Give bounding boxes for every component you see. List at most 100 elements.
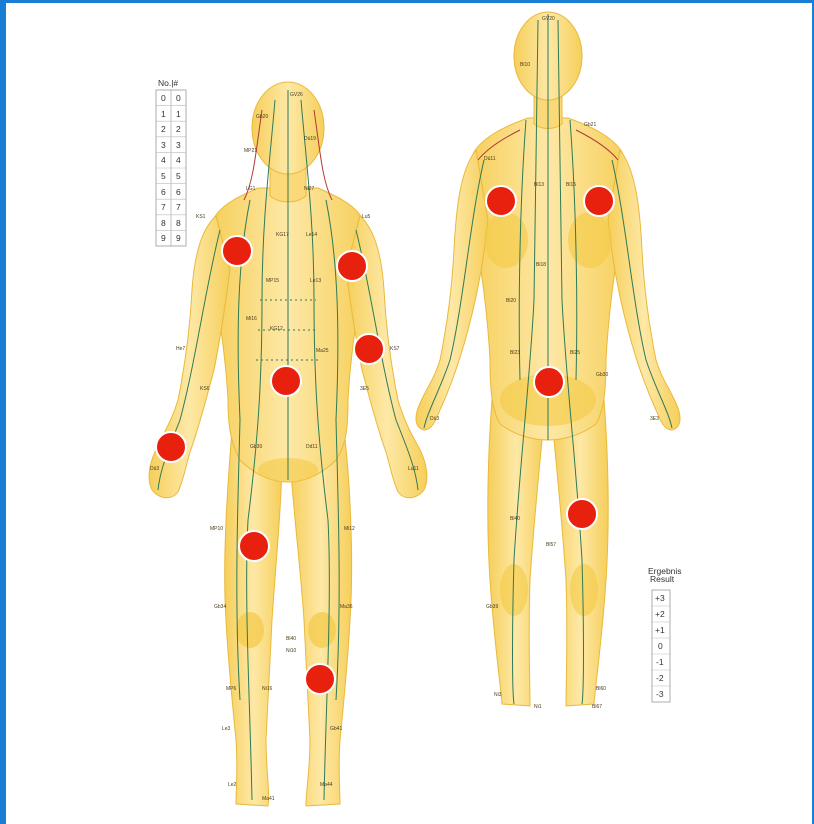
back-point-label: Bl20	[506, 298, 516, 304]
back-point-label: Bl57	[546, 542, 556, 548]
back-point-label: Gb39	[486, 604, 498, 610]
scale-table-cell: -2	[656, 673, 664, 683]
front-point-label: KS7	[390, 346, 400, 352]
front-point-label: Le14	[306, 232, 317, 238]
number-table-cell: 6	[176, 187, 181, 197]
front-knee-right-shade	[308, 612, 336, 648]
front-point-label: Dü19	[304, 136, 316, 142]
front-point-label: MP15	[266, 278, 279, 284]
front-point-label: Lu5	[362, 214, 371, 220]
number-table-cell: 5	[161, 171, 166, 181]
red-marker[interactable]	[354, 334, 384, 364]
front-point-label: GV26	[290, 92, 303, 98]
front-point-label: Mi12	[344, 526, 355, 532]
front-point-label: Ma41	[262, 796, 275, 802]
front-point-label: KS6	[200, 386, 210, 392]
back-point-label: Dü3	[430, 416, 439, 422]
red-marker[interactable]	[567, 499, 597, 529]
back-figure: GV20 Bl10 Gb21 Dü11 Bl13 Bl15 Bl18 Bl20 …	[416, 12, 680, 710]
number-table-cell: 0	[176, 93, 181, 103]
scale-table-cell: +1	[655, 625, 665, 635]
scale-table-subheader: Result	[650, 574, 675, 584]
number-table: No.|# 0 0 1 1 2 2 3 3 4 4 5 5 6 6	[156, 78, 186, 246]
front-point-label: KS1	[196, 214, 206, 220]
front-point-label: Gb41	[330, 726, 342, 732]
red-marker[interactable]	[584, 186, 614, 216]
scale-table-cell: -1	[656, 657, 664, 667]
scale-table-cell: 0	[658, 641, 663, 651]
red-marker[interactable]	[337, 251, 367, 281]
back-point-label: Bl15	[566, 182, 576, 188]
front-point-label: Le13	[310, 278, 321, 284]
back-shoulder-shade-left	[484, 212, 528, 268]
red-marker[interactable]	[305, 664, 335, 694]
red-marker[interactable]	[156, 432, 186, 462]
back-point-label: Bl23	[510, 350, 520, 356]
back-point-label: Bl25	[570, 350, 580, 356]
front-point-label: Ni16	[262, 686, 273, 692]
front-meridians	[158, 90, 418, 800]
number-table-cell: 0	[161, 93, 166, 103]
red-marker[interactable]	[222, 236, 252, 266]
number-table-cell: 1	[161, 109, 166, 119]
number-table-cell: 2	[161, 124, 166, 134]
front-point-label: Ma36	[340, 604, 353, 610]
back-shoulder-shade-right	[568, 212, 612, 268]
number-table-cell: 8	[176, 218, 181, 228]
back-point-label: Bl60	[596, 686, 606, 692]
back-point-label: Bl40	[510, 516, 520, 522]
number-table-cell: 6	[161, 187, 166, 197]
number-table-cell: 9	[176, 233, 181, 243]
red-marker[interactable]	[486, 186, 516, 216]
number-table-cell: 4	[176, 155, 181, 165]
front-point-label: Ni27	[304, 186, 315, 192]
front-point-label: Bl40	[286, 636, 296, 642]
scale-table-cell: +3	[655, 593, 665, 603]
front-point-label: Ma44	[320, 782, 333, 788]
number-table-cell: 9	[161, 233, 166, 243]
front-point-label: Ma25	[316, 348, 329, 354]
number-table-cell: 2	[176, 124, 181, 134]
front-point-label: Dd11	[306, 444, 318, 450]
back-point-label: GV20	[542, 16, 555, 22]
number-table-cell: 1	[176, 109, 181, 119]
front-point-label: Gb34	[214, 604, 226, 610]
front-point-label: Gb20	[256, 114, 268, 120]
front-point-label: MP10	[210, 526, 223, 532]
number-table-cell: 5	[176, 171, 181, 181]
scale-table-cell: -3	[656, 689, 664, 699]
back-point-label: Bl13	[534, 182, 544, 188]
number-table-cell: 3	[161, 140, 166, 150]
number-table-cell: 3	[176, 140, 181, 150]
back-point-label: Gb30	[596, 372, 608, 378]
back-right-leg	[552, 400, 608, 706]
front-knee-left-shade	[236, 612, 264, 648]
front-point-label: Gb30	[250, 444, 262, 450]
red-marker[interactable]	[534, 367, 564, 397]
back-meridians	[424, 14, 672, 704]
back-point-label: Bl67	[592, 704, 602, 710]
number-table-cell: 4	[161, 155, 166, 165]
back-point-label: Ni3	[494, 692, 502, 698]
front-point-label: Ni10	[286, 648, 297, 654]
red-marker[interactable]	[239, 531, 269, 561]
back-point-label: 3E3	[650, 416, 659, 422]
scale-table-cell: +2	[655, 609, 665, 619]
back-left-leg	[488, 400, 544, 706]
scale-table: Ergebnis Result +3 +2 +1 0 -1 -2 -3	[648, 566, 682, 702]
front-point-label: LG1	[246, 186, 256, 192]
front-figure: GV26 Gb20 Dü19 MP21 LG1 Ni27 KS1 Lu5 KG1…	[149, 82, 427, 806]
back-calf-shade-right	[570, 564, 598, 616]
front-point-label: Lu11	[408, 466, 419, 472]
number-table-header: No.|#	[158, 78, 178, 88]
front-point-label: MP6	[226, 686, 237, 692]
red-marker[interactable]	[271, 366, 301, 396]
number-table-cell: 7	[161, 202, 166, 212]
front-point-label: KG12	[270, 326, 283, 332]
front-point-label: 3E5	[360, 386, 369, 392]
front-point-label: He7	[176, 346, 185, 352]
front-point-label: Le2	[228, 782, 237, 788]
front-point-label: Dü3	[150, 466, 159, 472]
back-point-label: Dü11	[484, 156, 496, 162]
